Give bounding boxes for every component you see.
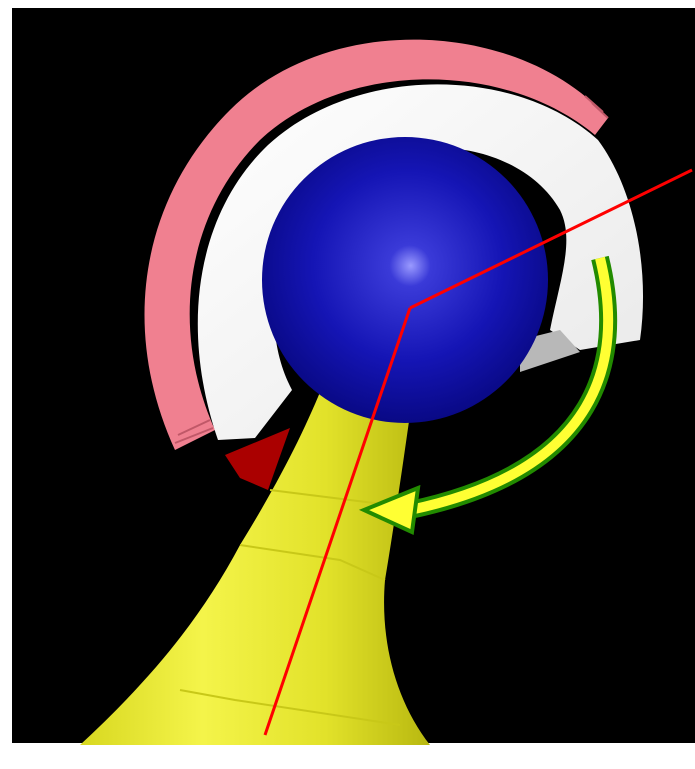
femoral-head bbox=[262, 137, 548, 423]
